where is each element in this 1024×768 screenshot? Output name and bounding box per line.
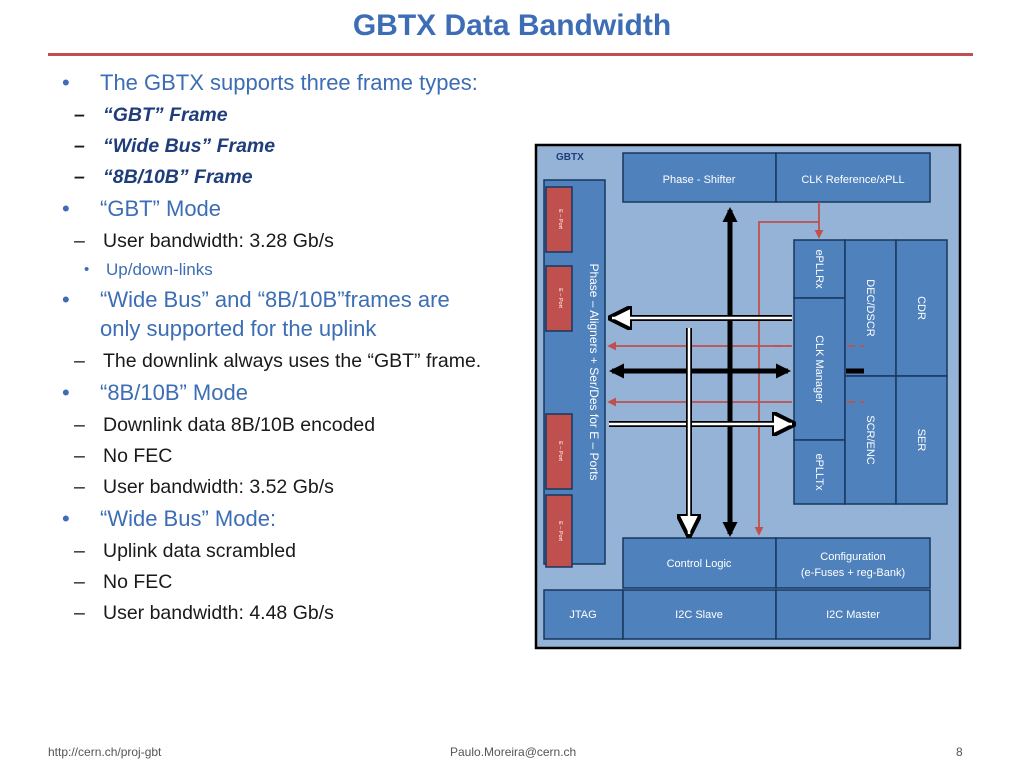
page-number: 8 [956,745,963,759]
title-divider [48,53,973,56]
phase-shifter-block [622,152,777,203]
clk-manager-label: CLK Manager [813,335,825,403]
scr-enc-label: SCR/ENC [864,415,876,465]
dec-dscr-block [844,239,897,377]
e-port-2 [545,265,573,332]
bullet-8b10b-no-fec: No FEC [16,444,488,469]
clk-reference-label: CLK Reference/xPLL [801,174,904,186]
slide-title: GBTX Data Bandwidth [352,9,672,42]
eplltx-label: ePLLTx [813,453,825,491]
e-port-4-label: E – Port [557,521,563,541]
bullet-8b10b-mode: “8B/10B” Mode [58,378,488,407]
bullet-uplink-scrambled: Uplink data scrambled [16,539,488,564]
e-port-3-label: E – Port [557,441,563,461]
epllrx-label: ePLLRx [813,249,825,289]
e-port-1 [545,186,573,253]
i2c-slave-label: I2C Slave [675,609,723,621]
configuration-sublabel: (e-Fuses + reg-Bank) [801,567,905,579]
ser-label: SER [915,429,927,452]
i2c-master-block [775,589,931,640]
gbtx-chip-label: GBTX [556,152,584,163]
bullet-wide-bus-bandwidth: User bandwidth: 4.48 Gb/s [16,601,488,626]
bullet-gbt-bandwidth: User bandwidth: 3.28 Gb/s [16,229,488,254]
bullet-up-down-links: Up/down-links [16,259,488,281]
bullet-gbt-mode: “GBT” Mode [58,194,488,223]
cdr-label: CDR [915,296,927,320]
bullet-uplink-only: “Wide Bus” and “8B/10B”frames are only s… [58,285,488,343]
e-port-3 [545,413,573,490]
clk-reference-block [775,152,931,203]
bullet-list: The GBTX supports three frame types: “GB… [58,64,488,626]
bullet-gbt-frame: “GBT” Frame [16,103,488,128]
bullet-8b10b-frame: “8B/10B” Frame [16,165,488,190]
bullet-downlink-encoded: Downlink data 8B/10B encoded [16,413,488,438]
control-logic-block [622,537,777,589]
jtag-label: JTAG [569,609,596,621]
bullet-frame-types: The GBTX supports three frame types: [58,68,488,97]
phase-shifter-label: Phase - Shifter [663,174,736,186]
configuration-label: Configuration [820,551,885,563]
footer-email: Paulo.Moreira@cern.ch [450,745,577,759]
bullet-wide-bus-no-fec: No FEC [16,570,488,595]
clock-distribution-lines [607,202,864,536]
configuration-block [775,537,931,589]
data-buses [609,207,864,534]
e-port-1-label: E – Port [557,209,563,229]
gbtx-block-diagram: GBTX Phase – Aligners + Ser/Des for E – … [534,143,962,650]
bullet-8b10b-bandwidth: User bandwidth: 3.52 Gb/s [16,475,488,500]
e-port-2-label: E – Port [557,288,563,308]
ser-block [895,375,948,505]
i2c-slave-block [622,589,777,640]
e-port-4 [545,494,573,568]
jtag-block [543,589,624,640]
dec-dscr-label: DEC/DSCR [864,279,876,337]
bullet-downlink-gbt: The downlink always uses the “GBT” frame… [16,349,488,374]
i2c-master-label: I2C Master [826,609,880,621]
scr-enc-block [844,375,897,505]
footer-url: http://cern.ch/proj-gbt [48,745,162,759]
bullet-wide-bus-frame: “Wide Bus” Frame [16,134,488,159]
control-logic-label: Control Logic [667,558,732,570]
phase-aligners-label: Phase – Aligners + Ser/Des for E – Ports [587,263,601,480]
bullet-wide-bus-mode: “Wide Bus” Mode: [58,504,488,533]
clk-manager-block [793,297,846,441]
